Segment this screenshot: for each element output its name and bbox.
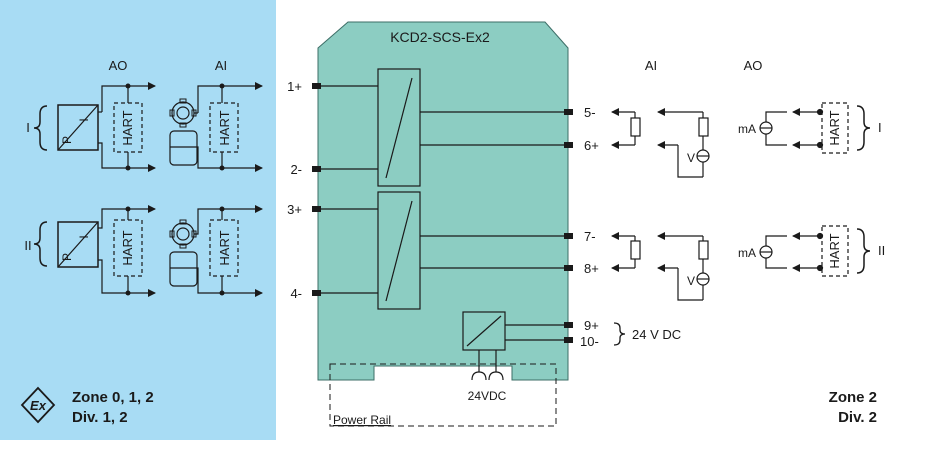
- terminal-9: 9+: [564, 318, 599, 333]
- volt-label: V: [687, 151, 695, 165]
- hazard-channel-label-ii: II: [24, 238, 31, 253]
- terminal-label-10: 10-: [580, 334, 599, 349]
- hazard-col-label-ai: AI: [215, 58, 227, 73]
- safe-brace-i-icon: [856, 105, 871, 151]
- terminal-10: 10-: [564, 334, 599, 349]
- hart-box-icon: [209, 102, 239, 153]
- bus-coupling-icon: [471, 371, 504, 381]
- terminal-label-9: 9+: [584, 318, 599, 333]
- device-title: KCD2-SCS-Ex2: [390, 29, 490, 45]
- terminal-label-2: 2-: [290, 162, 302, 177]
- hart-label: HART: [827, 233, 842, 268]
- terminal-8: 8+: [564, 261, 599, 276]
- meter-label: mA: [738, 122, 756, 136]
- transducer-icon: [57, 221, 99, 268]
- hart-label: HART: [120, 230, 135, 265]
- terminal-5: 5-: [564, 105, 596, 120]
- supply-brace-icon: [613, 322, 626, 346]
- hart-label: HART: [120, 110, 135, 145]
- safe-channel-label-ii: II: [878, 243, 885, 258]
- transducer-letter-i: I: [77, 118, 91, 121]
- safe-brace-ii-icon: [856, 228, 871, 274]
- hazard-ao-transducer-group-ii: P I HART: [57, 205, 156, 297]
- volt-label: V: [687, 274, 695, 288]
- hart-box-icon: [821, 102, 849, 154]
- hazard-zone-line-2: Div. 1, 2: [72, 409, 128, 426]
- device-body: [317, 21, 569, 381]
- terminal-3: 3+: [287, 202, 321, 217]
- hazard-channel-label-i: I: [26, 120, 30, 135]
- hart-box-icon: [821, 225, 849, 277]
- safe-col-label-ao: AO: [744, 58, 763, 73]
- bus-label: 24VDC: [468, 389, 507, 403]
- terminal-6: 6+: [564, 138, 599, 153]
- terminal-label-8: 8+: [584, 261, 599, 276]
- terminal-label-1: 1+: [287, 79, 302, 94]
- meter-label: mA: [738, 246, 756, 260]
- transmitter-body-icon: [169, 251, 198, 287]
- terminal-7: 7-: [564, 229, 596, 244]
- power-converter-icon: [462, 311, 506, 351]
- load-resistor-icon: [630, 117, 641, 137]
- hart-box-icon: [113, 219, 143, 277]
- terminal-2: 2-: [290, 162, 321, 177]
- safe-zone-line-1: Zone 2: [829, 389, 877, 406]
- transmitter-body-icon: [169, 130, 198, 166]
- safe-ai-group-i: [611, 108, 710, 178]
- power-rail-label: Power Rail: [333, 413, 391, 427]
- device-internal-wiring: [318, 85, 568, 372]
- load-resistor-icon: [698, 117, 709, 137]
- hazard-brace-i-icon: [33, 105, 48, 151]
- hazard-zone-line-1: Zone 0, 1, 2: [72, 389, 154, 406]
- hazard-col-label-ao: AO: [109, 58, 128, 73]
- terminal-1: 1+: [287, 79, 321, 94]
- transducer-icon: [57, 104, 99, 151]
- safe-zone-line-2: Div. 2: [838, 409, 877, 426]
- terminal-label-7: 7-: [584, 229, 596, 244]
- safe-ao-group-ii: [759, 225, 849, 277]
- terminal-label-4: 4-: [290, 286, 302, 301]
- hart-box-icon: [209, 219, 239, 277]
- transducer-letter-p: P: [60, 136, 74, 144]
- terminal-label-3: 3+: [287, 202, 302, 217]
- hazard-ai-transmitter-group-i: HART: [169, 82, 263, 172]
- safe-ao-group-i: [759, 102, 849, 154]
- supply-label: 24 V DC: [632, 327, 681, 342]
- hazard-ai-transmitter-group-ii: HART: [169, 205, 263, 297]
- terminal-label-6: 6+: [584, 138, 599, 153]
- hart-label: HART: [217, 110, 232, 145]
- transducer-letter-p: P: [60, 253, 74, 261]
- safe-col-label-ai: AI: [645, 58, 657, 73]
- safe-channel-label-i: I: [878, 120, 882, 135]
- power-rail-outline: [329, 363, 557, 427]
- load-resistor-icon: [630, 240, 641, 260]
- isolator-block-2-icon: [377, 191, 421, 310]
- terminal-label-5: 5-: [584, 105, 596, 120]
- hart-label: HART: [827, 110, 842, 145]
- load-resistor-icon: [698, 240, 709, 260]
- terminal-4: 4-: [290, 286, 321, 301]
- hart-box-icon: [113, 102, 143, 153]
- hazard-brace-ii-icon: [33, 221, 48, 267]
- ex-mark-icon: Ex: [20, 386, 56, 424]
- safe-ai-group-ii: [611, 232, 710, 301]
- hazard-ao-transducer-group-i: P I HART: [57, 82, 156, 172]
- ex-mark-text: Ex: [30, 398, 47, 413]
- hart-label: HART: [217, 230, 232, 265]
- isolator-block-1-icon: [377, 68, 421, 187]
- transducer-letter-i: I: [77, 235, 91, 238]
